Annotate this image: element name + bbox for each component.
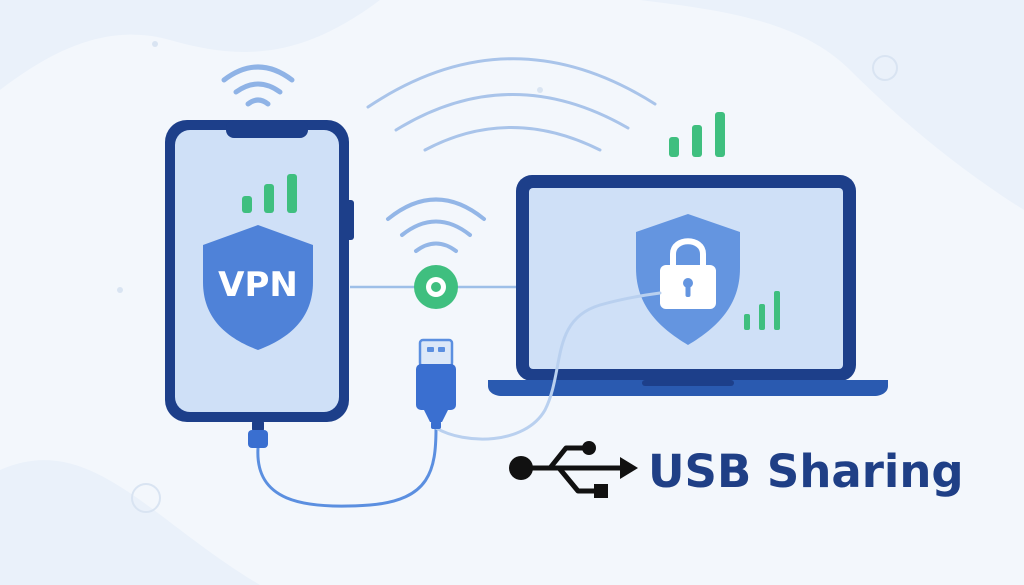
usb-symbol-icon [509, 441, 638, 498]
padlock-icon [660, 238, 716, 309]
signal-bars-icon [744, 291, 780, 330]
smartphone: VPN [165, 120, 354, 422]
wifi-signal-icon [221, 64, 295, 107]
usb-plug-icon [416, 338, 456, 429]
vpn-label: VPN [218, 265, 298, 305]
usb-sharing-title: USB Sharing [648, 445, 964, 498]
broadcast-waves [366, 57, 657, 152]
hotspot-icon [386, 197, 486, 309]
signal-bars-icon [669, 112, 725, 157]
signal-bars-icon [242, 174, 297, 213]
vpn-shield-icon: VPN [203, 225, 313, 350]
laptop [488, 175, 888, 396]
usb-cables [256, 291, 662, 508]
phone-connector [248, 421, 268, 448]
